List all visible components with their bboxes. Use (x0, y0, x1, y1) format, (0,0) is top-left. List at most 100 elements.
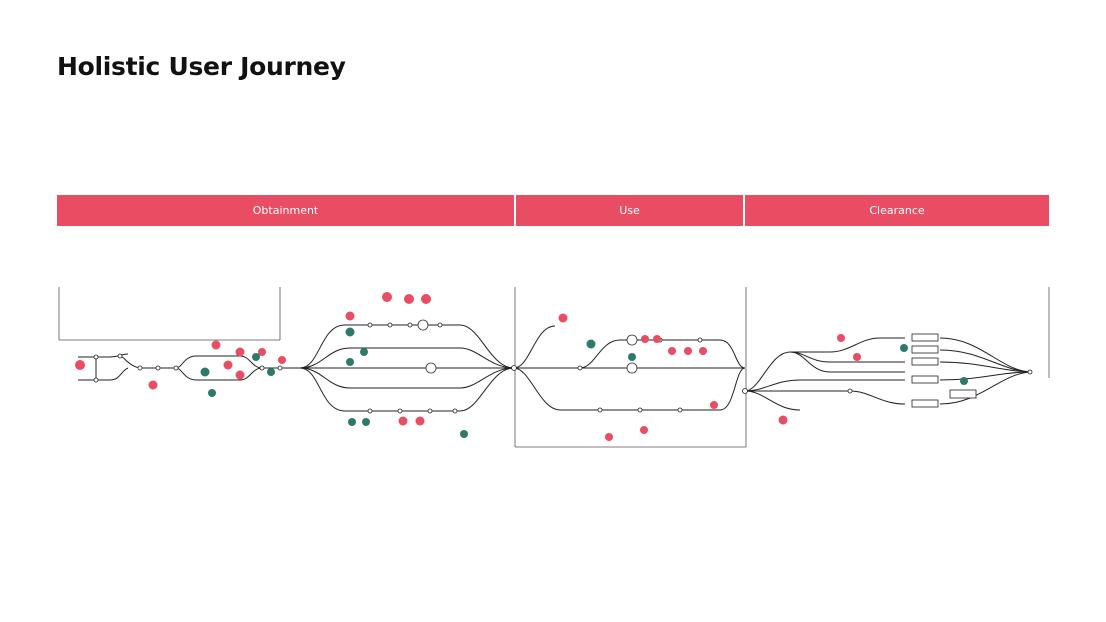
red-bubble (235, 370, 245, 380)
path (745, 390, 906, 405)
teal-bubble (628, 353, 636, 361)
phase-label: Use (619, 204, 640, 217)
node (742, 388, 748, 394)
outcome-box (949, 389, 977, 399)
node (367, 322, 373, 328)
path (299, 347, 515, 369)
red-bubble (605, 433, 613, 441)
red-bubble (558, 313, 568, 323)
path (939, 349, 1031, 373)
red-bubble (699, 347, 707, 355)
path (119, 355, 141, 369)
phase-frames (58, 287, 1050, 448)
node (847, 388, 853, 394)
node (397, 408, 403, 414)
outcome-box (911, 399, 939, 408)
outcome-boxes (911, 333, 977, 408)
teal-bubbles (200, 327, 968, 438)
red-bubble (382, 292, 392, 302)
teal-bubble (360, 348, 368, 356)
outlined-node (626, 334, 638, 346)
node (577, 365, 583, 371)
node (452, 408, 458, 414)
node (93, 377, 99, 383)
journey-nodes (93, 322, 1033, 414)
red-bubble (837, 334, 845, 342)
phase-use: Use (516, 195, 743, 226)
journey-paths (78, 324, 1031, 412)
teal-bubble (267, 368, 275, 376)
red-bubble (778, 415, 788, 425)
path (939, 371, 1031, 381)
node (93, 354, 99, 360)
path (744, 379, 905, 392)
outcome-box (911, 375, 939, 384)
teal-bubble (208, 389, 216, 397)
node (677, 407, 683, 413)
red-bubble (668, 347, 676, 355)
path (939, 371, 1031, 405)
red-bubble (421, 294, 431, 304)
teal-bubble (348, 418, 356, 426)
path (789, 351, 905, 363)
path (299, 324, 515, 369)
path (939, 361, 1031, 373)
phase-label: Obtainment (252, 204, 319, 217)
outcome-box (911, 345, 939, 354)
path (513, 325, 556, 369)
page-title: Holistic User Journey (57, 52, 346, 81)
red-bubbles (75, 292, 861, 441)
node (637, 407, 643, 413)
red-bubble (211, 340, 221, 350)
node (155, 365, 161, 371)
outlined-node (425, 362, 437, 374)
red-bubble (258, 348, 266, 356)
path (175, 355, 263, 369)
phase-label: Clearance (869, 204, 925, 217)
red-bubble (148, 380, 158, 390)
node (137, 365, 143, 371)
node (437, 322, 443, 328)
red-bubble (415, 416, 425, 426)
node (173, 365, 179, 371)
node (597, 407, 603, 413)
red-bubble (75, 360, 85, 370)
red-bubble (641, 335, 649, 343)
red-bubble (653, 335, 661, 343)
outlined-circles (417, 319, 638, 374)
red-bubble (710, 401, 718, 409)
red-bubble (223, 360, 233, 370)
red-bubble (684, 347, 692, 355)
red-bubble (404, 294, 414, 304)
teal-bubble (346, 358, 354, 366)
teal-bubble (345, 327, 355, 337)
teal-bubble (960, 377, 968, 385)
red-bubble (235, 347, 245, 357)
teal-bubble (252, 353, 260, 361)
node (427, 408, 433, 414)
node (259, 365, 265, 371)
teal-bubble (362, 418, 370, 426)
path (78, 367, 129, 381)
teal-bubble (460, 430, 468, 438)
node (117, 353, 123, 359)
teal-bubble (900, 344, 908, 352)
node (277, 365, 283, 371)
red-bubble (398, 416, 408, 426)
node (367, 408, 373, 414)
node (511, 365, 517, 371)
outlined-node (417, 319, 429, 331)
path (299, 367, 515, 412)
path (299, 367, 515, 389)
teal-bubble (586, 339, 596, 349)
red-bubble (278, 356, 286, 364)
outcome-box (911, 357, 939, 366)
path (514, 339, 746, 369)
node (1027, 369, 1033, 375)
outcome-box (911, 333, 939, 342)
outlined-node (626, 362, 638, 374)
node (697, 337, 703, 343)
path (175, 367, 263, 381)
red-bubble (853, 353, 861, 361)
